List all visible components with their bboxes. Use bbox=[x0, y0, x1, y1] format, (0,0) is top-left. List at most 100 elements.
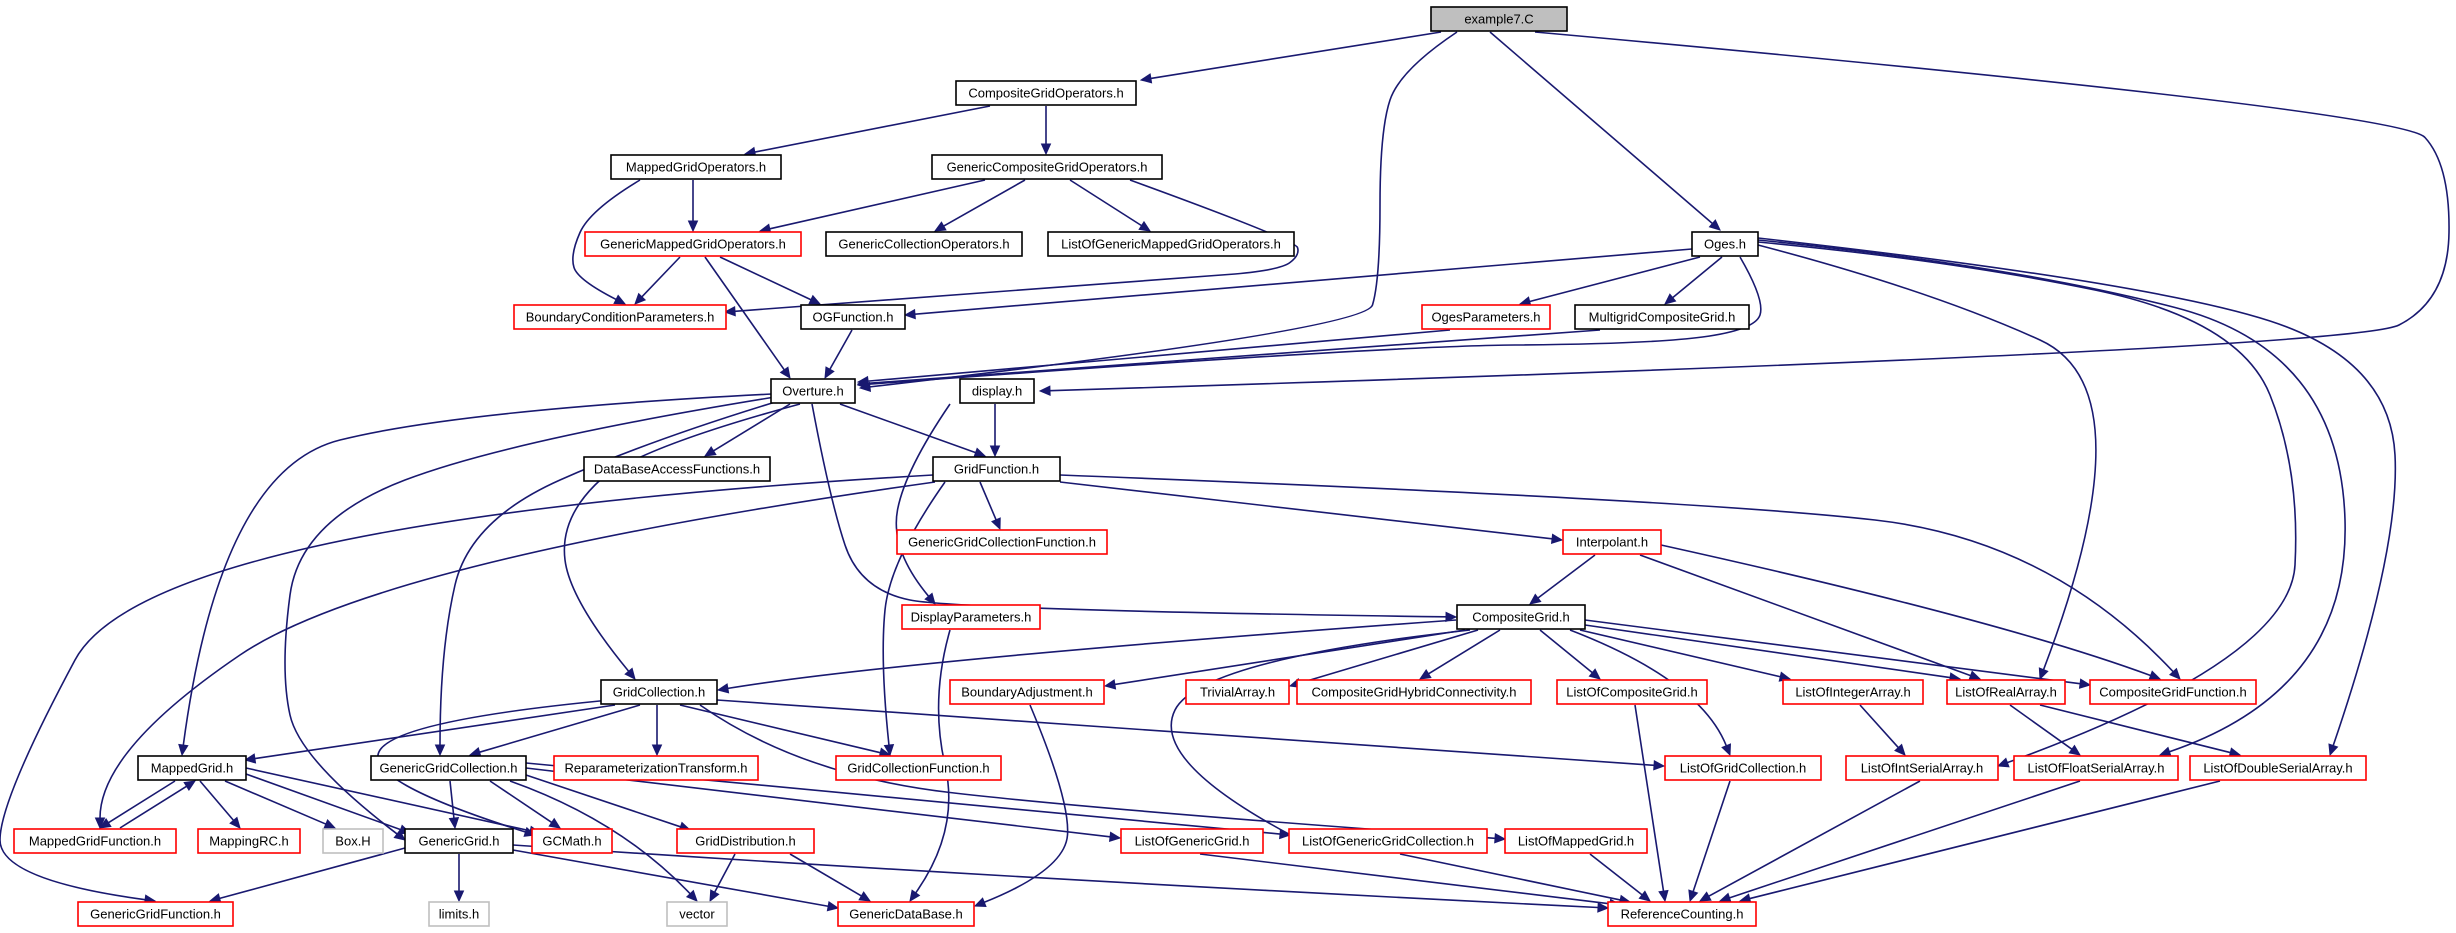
node-label: example7.C bbox=[1464, 12, 1533, 27]
node-box bbox=[600, 679, 718, 705]
node-label: TrivialArray.h bbox=[1200, 685, 1275, 700]
node-box bbox=[676, 828, 815, 854]
node-mapping-rc-h[interactable]: MappingRC.h bbox=[197, 828, 301, 854]
node-generic-grid-h[interactable]: GenericGrid.h bbox=[404, 828, 514, 854]
edge-example7-c-to-display-h bbox=[1038, 31, 2450, 396]
node-generic-mapped-grid-operators-h[interactable]: GenericMappedGridOperators.h bbox=[584, 231, 802, 257]
arrowhead bbox=[2328, 743, 2339, 757]
edge-interpolant-h-to-list-of-real-array-h bbox=[1639, 554, 1982, 681]
arrowhead bbox=[1138, 220, 1152, 232]
node-list-of-integer-array-h[interactable]: ListOfIntegerArray.h bbox=[1782, 679, 1924, 705]
node-generic-grid-function-h[interactable]: GenericGridFunction.h bbox=[77, 901, 234, 927]
node-box bbox=[370, 755, 527, 781]
edge-overture-h-to-mapped-grid-h bbox=[178, 393, 773, 757]
node-box bbox=[1691, 231, 1759, 257]
arrowhead bbox=[824, 366, 835, 380]
node-list-of-float-serial-array-h[interactable]: ListOfFloatSerialArray.h bbox=[2013, 755, 2179, 781]
node-list-of-int-serial-array-h[interactable]: ListOfIntSerialArray.h bbox=[1845, 755, 1999, 781]
node-box bbox=[835, 755, 1002, 781]
node-box bbox=[1504, 828, 1648, 854]
arrowhead bbox=[991, 517, 1001, 531]
arrowhead bbox=[448, 817, 460, 830]
edge-list-of-generic-grid-h-to-reference-counting-h bbox=[1199, 853, 1622, 909]
node-trivial-array-h[interactable]: TrivialArray.h bbox=[1185, 679, 1290, 705]
node-list-of-generic-grid-collection-h[interactable]: ListOfGenericGridCollection.h bbox=[1288, 828, 1488, 854]
node-label: MappedGridOperators.h bbox=[626, 160, 766, 175]
arrowhead bbox=[1108, 831, 1122, 843]
node-label: GenericGridCollection.h bbox=[379, 761, 517, 776]
arrowhead bbox=[1718, 892, 1732, 903]
edge-mapped-grid-h-to-mapped-grid-function-h bbox=[98, 780, 176, 829]
arrowhead bbox=[1279, 828, 1292, 840]
edge-interpolant-h-to-composite-grid-h bbox=[1529, 554, 1596, 605]
node-generic-database-h[interactable]: GenericDataBase.h bbox=[837, 901, 975, 927]
node-list-of-mapped-grid-h[interactable]: ListOfMappedGrid.h bbox=[1504, 828, 1648, 854]
arrowhead bbox=[243, 753, 257, 764]
edge-list-of-generic-grid-collection-h-to-reference-counting-h bbox=[1399, 853, 1632, 906]
node-box bbox=[1421, 304, 1551, 330]
edge-oges-h-to-list-of-real-array-h bbox=[1757, 244, 2097, 681]
edge-composite-grid-h-to-list-of-integer-array-h bbox=[1579, 629, 1792, 682]
edge-overture-h-to-database-access-functions-h bbox=[703, 403, 791, 457]
node-label: ReferenceCounting.h bbox=[1621, 907, 1744, 922]
node-list-of-generic-grid-h[interactable]: ListOfGenericGrid.h bbox=[1120, 828, 1264, 854]
arrowhead bbox=[651, 744, 663, 757]
node-reparameterization-transform-h[interactable]: ReparameterizationTransform.h bbox=[553, 755, 759, 781]
node-composite-grid-operators-h[interactable]: CompositeGridOperators.h bbox=[955, 80, 1137, 106]
node-box bbox=[197, 828, 301, 854]
node-oges-h[interactable]: Oges.h bbox=[1691, 231, 1759, 257]
node-list-of-real-array-h[interactable]: ListOfRealArray.h bbox=[1946, 679, 2066, 705]
node-display-parameters-h[interactable]: DisplayParameters.h bbox=[901, 604, 1041, 630]
arrowhead bbox=[1550, 533, 1564, 545]
node-database-access-functions-h[interactable]: DataBaseAccessFunctions.h bbox=[583, 456, 771, 482]
node-display-h[interactable]: display.h bbox=[959, 378, 1035, 404]
node-gc-math-h[interactable]: GCMath.h bbox=[531, 828, 613, 854]
node-mapped-grid-function-h[interactable]: MappedGridFunction.h bbox=[13, 828, 177, 854]
node-grid-collection-h[interactable]: GridCollection.h bbox=[600, 679, 718, 705]
node-oges-parameters-h[interactable]: OgesParameters.h bbox=[1421, 304, 1551, 330]
node-label: ListOfIntSerialArray.h bbox=[1861, 761, 1984, 776]
node-composite-grid-hybrid-connectivity-h[interactable]: CompositeGridHybridConnectivity.h bbox=[1296, 679, 1532, 705]
node-mapped-grid-operators-h[interactable]: MappedGridOperators.h bbox=[610, 154, 782, 180]
node-multigrid-composite-grid-h[interactable]: MultigridCompositeGrid.h bbox=[1574, 304, 1750, 330]
arrowhead bbox=[1708, 219, 1721, 231]
node-generic-composite-grid-operators-h[interactable]: GenericCompositeGridOperators.h bbox=[931, 154, 1163, 180]
arrowhead bbox=[1688, 889, 1699, 903]
node-mapped-grid-h[interactable]: MappedGrid.h bbox=[137, 755, 247, 781]
edge-overture-h-to-generic-grid-h bbox=[284, 396, 776, 841]
node-list-of-grid-collection-h[interactable]: ListOfGridCollection.h bbox=[1664, 755, 1822, 781]
edge-mapped-grid-h-to-mapping-rc-h bbox=[199, 780, 241, 829]
edge-overture-h-to-grid-collection-h bbox=[563, 403, 801, 680]
node-overture-h[interactable]: Overture.h bbox=[770, 378, 856, 404]
node-example7-c[interactable]: example7.C bbox=[1430, 6, 1568, 32]
arrowhead bbox=[1040, 143, 1052, 156]
node-grid-distribution-h[interactable]: GridDistribution.h bbox=[676, 828, 815, 854]
node-generic-grid-collection-function-h[interactable]: GenericGridCollectionFunction.h bbox=[896, 529, 1108, 555]
node-list-of-composite-grid-h[interactable]: ListOfCompositeGrid.h bbox=[1556, 679, 1708, 705]
node-list-of-double-serial-array-h[interactable]: ListOfDoubleSerialArray.h bbox=[2189, 755, 2367, 781]
node-box bbox=[1430, 6, 1568, 32]
node-generic-grid-collection-h[interactable]: GenericGridCollection.h bbox=[370, 755, 527, 781]
node-composite-grid-h[interactable]: CompositeGrid.h bbox=[1456, 604, 1586, 630]
node-generic-collection-operators-h[interactable]: GenericCollectionOperators.h bbox=[825, 231, 1023, 257]
node-box bbox=[959, 378, 1035, 404]
node-box bbox=[896, 529, 1108, 555]
node-composite-grid-function-h[interactable]: CompositeGridFunction.h bbox=[2089, 679, 2257, 705]
node-grid-function-h[interactable]: GridFunction.h bbox=[932, 456, 1061, 482]
arrowhead bbox=[183, 780, 197, 792]
node-label: GenericCollectionOperators.h bbox=[838, 237, 1009, 252]
node-list-of-generic-mapped-grid-operators-h[interactable]: ListOfGenericMappedGridOperators.h bbox=[1047, 231, 1295, 257]
node-reference-counting-h[interactable]: ReferenceCounting.h bbox=[1607, 901, 1757, 927]
node-label: Overture.h bbox=[782, 384, 843, 399]
node-label: vector bbox=[679, 907, 715, 922]
node-grid-collection-function-h[interactable]: GridCollectionFunction.h bbox=[835, 755, 1002, 781]
node-og-function-h[interactable]: OGFunction.h bbox=[800, 304, 906, 330]
edge-grid-function-h-to-grid-collection-function-h bbox=[882, 481, 946, 757]
node-boundary-adjustment-h[interactable]: BoundaryAdjustment.h bbox=[949, 679, 1105, 705]
node-box bbox=[1288, 828, 1488, 854]
node-box bbox=[13, 828, 177, 854]
node-interpolant-h[interactable]: Interpolant.h bbox=[1562, 529, 1662, 555]
edge-generic-grid-h-to-limits-h bbox=[453, 854, 465, 903]
node-boundary-condition-parameters-h[interactable]: BoundaryConditionParameters.h bbox=[513, 304, 727, 330]
arrowhead bbox=[858, 891, 872, 902]
